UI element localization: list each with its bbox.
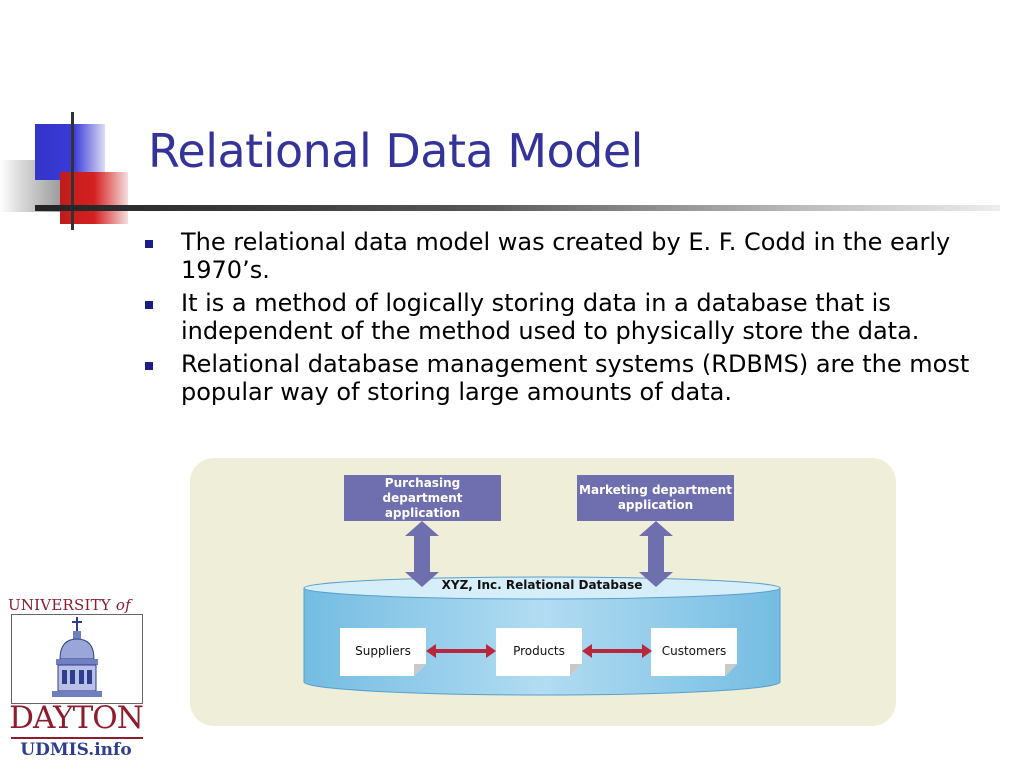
purchasing-app-box: Purchasing department application <box>344 475 501 521</box>
logo-of: of <box>115 596 131 614</box>
folded-page-icon <box>340 628 426 676</box>
folded-page-icon <box>651 628 737 676</box>
entity-label: Products <box>513 644 565 658</box>
bullet-text: Relational database management systems (… <box>181 350 970 406</box>
marketing-app-box: Marketing department application <box>577 475 734 521</box>
double-arrow-horizontal-icon <box>582 644 652 658</box>
logo-university: UNIVERSITY <box>8 596 111 614</box>
decor-blue-square <box>35 124 105 180</box>
square-bullet-icon <box>145 362 153 370</box>
chapel-dome-icon <box>52 617 102 697</box>
logo-divider <box>11 737 143 739</box>
logo-top-text: UNIVERSITY of <box>8 596 144 614</box>
logo-site: UDMIS.info <box>20 740 132 760</box>
square-bullet-icon <box>145 301 153 309</box>
entity-products: Products <box>496 628 582 676</box>
title-divider <box>35 205 1000 211</box>
database-label: XYZ, Inc. Relational Database <box>441 578 643 592</box>
decor-vertical-line <box>71 112 74 230</box>
square-bullet-icon <box>145 240 153 248</box>
entity-label: Customers <box>661 644 727 658</box>
app-box-label: Purchasing department application <box>382 475 463 520</box>
bullet-list: The relational data model was created by… <box>144 228 1012 411</box>
bullet-text: It is a method of logically storing data… <box>181 289 920 345</box>
entity-suppliers: Suppliers <box>340 628 426 676</box>
double-arrow-vertical-icon <box>405 521 439 587</box>
slide-title: Relational Data Model <box>148 124 643 178</box>
bullet-text: The relational data model was created by… <box>181 228 951 284</box>
double-arrow-vertical-icon <box>639 521 673 587</box>
university-logo: UNIVERSITY of DAYTON UDMIS.info <box>8 596 144 764</box>
bullet-item: The relational data model was created by… <box>144 228 1012 284</box>
entity-customers: Customers <box>651 628 737 676</box>
double-arrow-horizontal-icon <box>426 644 496 658</box>
folded-page-icon <box>496 628 582 676</box>
entity-label: Suppliers <box>355 644 411 658</box>
logo-dayton: DAYTON <box>9 700 144 736</box>
bullet-item: Relational database management systems (… <box>144 350 1012 406</box>
logo-frame <box>11 614 143 704</box>
bullet-item: It is a method of logically storing data… <box>144 289 1012 345</box>
app-box-label: Marketing department application <box>579 483 732 512</box>
